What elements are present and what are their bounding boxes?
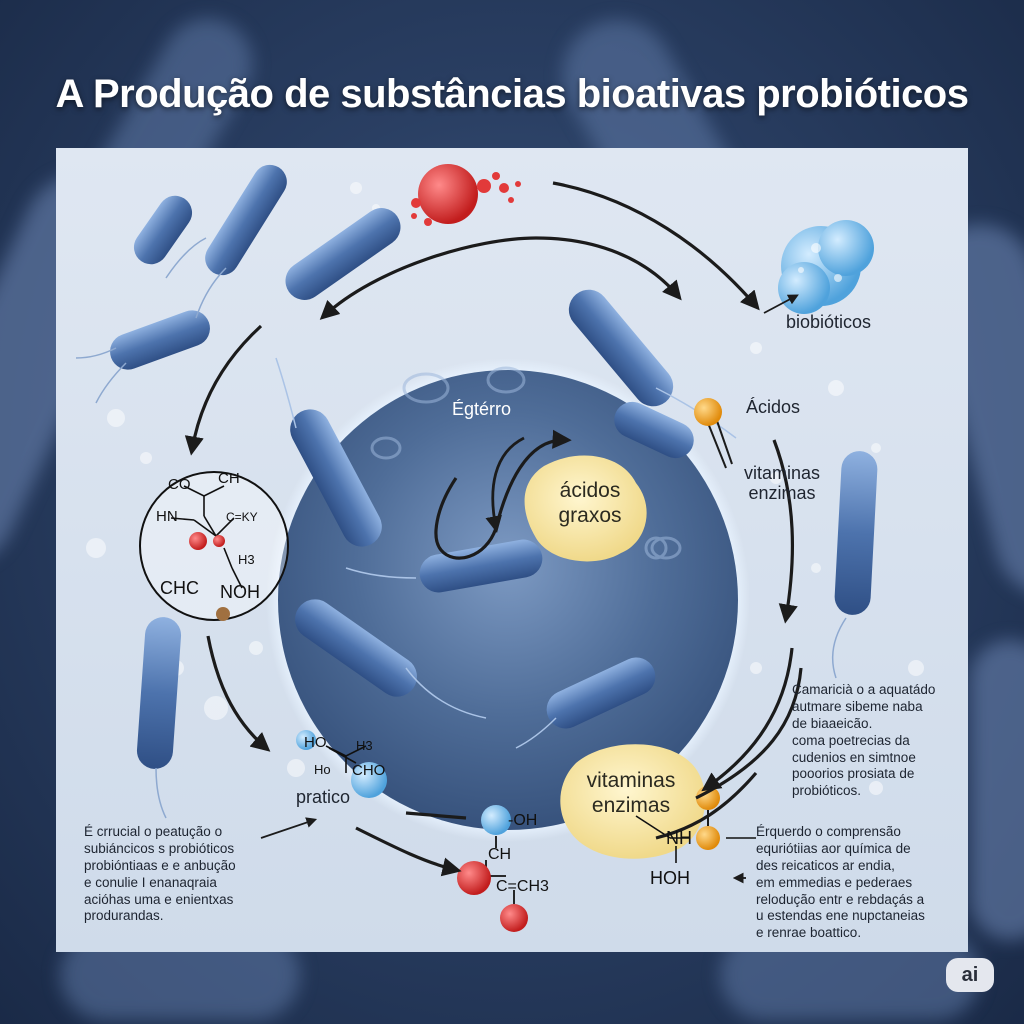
chem-ch3: C=CH3 bbox=[496, 878, 549, 895]
chem-noh: NOH bbox=[220, 582, 260, 602]
diagram-art bbox=[75, 164, 924, 932]
chem-ch-center: CH bbox=[488, 846, 512, 863]
acidos-graxos-blob bbox=[524, 455, 647, 562]
bacteria-inside bbox=[275, 289, 737, 749]
chem-nh: NH bbox=[666, 828, 692, 848]
chem-ch: CH bbox=[218, 470, 240, 487]
chem-circle bbox=[139, 471, 289, 621]
vitaminas-enzimas-blob bbox=[560, 744, 706, 859]
chem-h3: H3 bbox=[238, 552, 255, 567]
blue-cluster bbox=[778, 220, 874, 314]
label-biobioticos: biobióticos bbox=[786, 312, 872, 332]
paragraph-bottom-right: Érquerdo o comprensão equriótiias aor qu… bbox=[756, 824, 925, 941]
diagram-panel: biobióticos Ácidos vitaminas enzimas Égt… bbox=[56, 148, 968, 952]
flow-arrows bbox=[184, 181, 803, 877]
chem-hn: HN bbox=[156, 508, 178, 525]
label-acidos: Ácidos bbox=[746, 397, 801, 417]
label-vitaminas-enzimas-bottom: vitaminas enzimas bbox=[586, 769, 676, 818]
chem-h3-bottom: H3 bbox=[356, 738, 373, 753]
paragraph-right-top: Camaricià o a aquatádo autmare sibeme na… bbox=[792, 682, 936, 799]
chem-cky: C=KY bbox=[226, 510, 258, 524]
bacteria-outside bbox=[75, 164, 878, 819]
label-vitaminas-enzimas-right: vitaminas enzimas bbox=[744, 463, 821, 503]
page-title: A Produção de substâncias bioativas prob… bbox=[55, 72, 969, 116]
chem-ho-2: Ho bbox=[314, 762, 331, 777]
chem-oh: -OH bbox=[508, 812, 538, 829]
chem-ho-1: HO bbox=[304, 734, 327, 751]
red-cell-cluster bbox=[411, 164, 521, 226]
paragraph-bottom-left: É crrucial o peatução o subiáncicos s pr… bbox=[84, 824, 236, 924]
chem-hoh: HOH bbox=[650, 868, 690, 888]
chem-cho: CHO bbox=[352, 762, 386, 779]
label-pratico: pratico bbox=[296, 787, 351, 807]
chem-co: CO bbox=[168, 476, 191, 493]
label-egterro: Égtérro bbox=[452, 399, 512, 419]
ai-badge: ai bbox=[946, 958, 994, 992]
orange-molecule bbox=[694, 398, 733, 850]
chem-chc: CHC bbox=[160, 578, 199, 598]
label-acidos-graxos: ácidos graxos bbox=[558, 479, 622, 528]
